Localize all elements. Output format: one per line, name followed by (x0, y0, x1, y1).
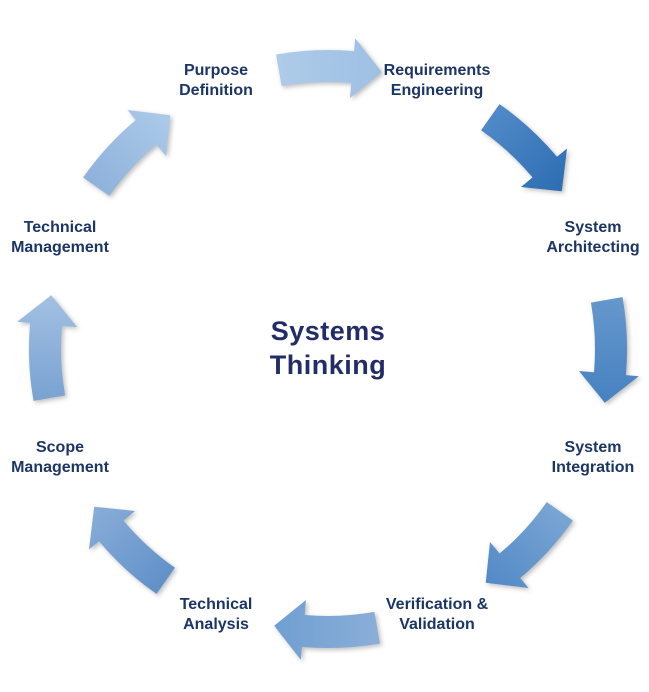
stage-label-requirements-engineering: Requirements Engineering (383, 62, 491, 99)
stage-label-purpose-definition: Purpose Definition (179, 62, 253, 99)
cycle-arrow-1-icon (481, 104, 567, 192)
cycle-arrow-0-icon (276, 38, 382, 98)
stage-label-verification-validation: Verification & Validation (385, 596, 489, 633)
stage-label-technical-management: Technical Management (11, 219, 109, 256)
stage-label-system-architecting: System Architecting (546, 219, 640, 256)
cycle-arrow-3-icon (485, 502, 573, 588)
cycle-arrow-2-icon (579, 297, 639, 403)
stage-label-technical-analysis: Technical Analysis (179, 596, 253, 633)
cycle-arrow-5-icon (89, 506, 175, 594)
stage-label-system-integration: System Integration (551, 439, 635, 476)
cycle-arrow-6-icon (17, 295, 77, 401)
stage-label-scope-management: Scope Management (11, 439, 109, 476)
cycle-arrow-4-icon (274, 600, 380, 660)
diagram-title: Systems Thinking (269, 316, 387, 380)
cycle-arrow-7-icon (83, 110, 171, 196)
